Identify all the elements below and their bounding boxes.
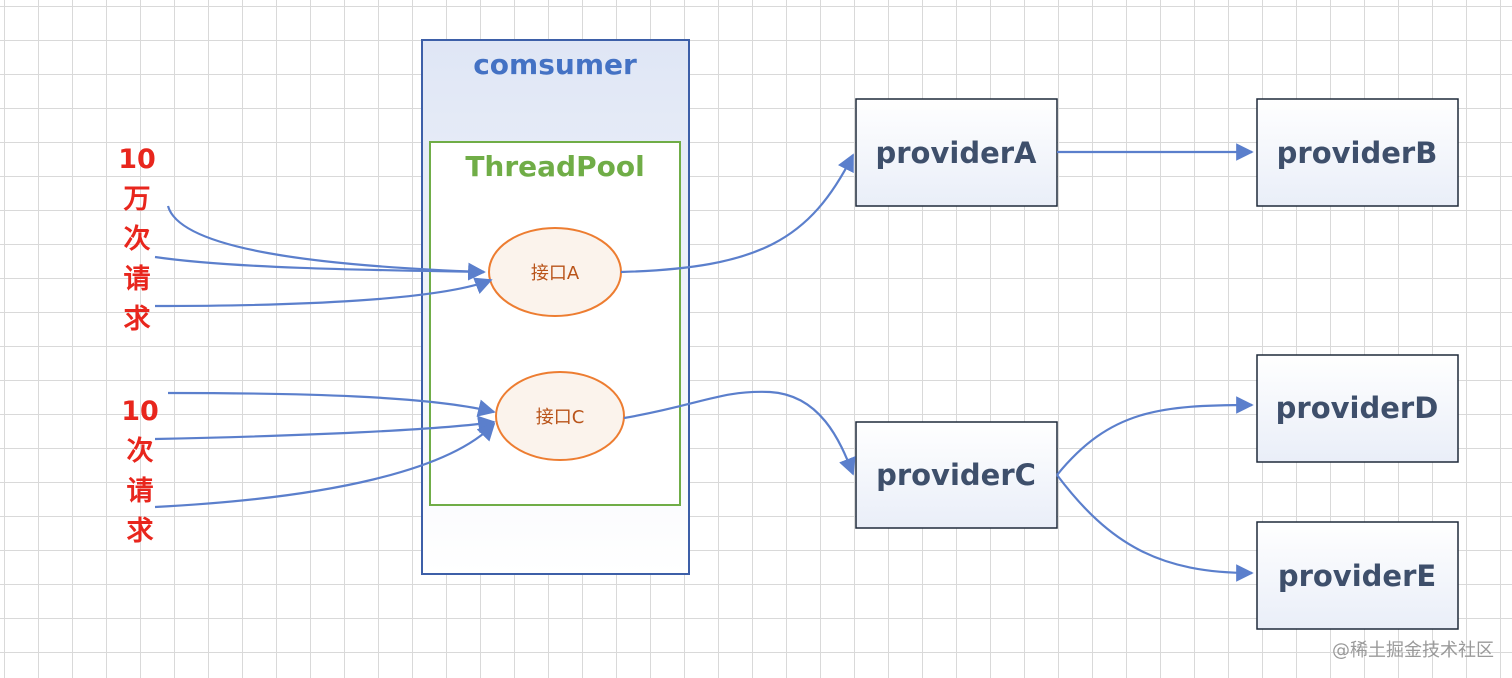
provider-c-box	[855, 421, 1058, 529]
provider-e-label: providerE	[1278, 559, 1436, 593]
provider-a-label: providerA	[875, 136, 1037, 170]
request-label-1-line-5: 求	[124, 304, 151, 335]
provider-d-label: providerD	[1276, 391, 1439, 425]
request-arrow-1c	[154, 277, 493, 308]
request-label-1-line-1: 10	[118, 144, 156, 175]
request-arrow-2b	[154, 415, 496, 441]
request-label-2-line-1: 10	[121, 396, 159, 427]
interface-c-label: 接口C	[536, 407, 585, 428]
provider-e-box	[1256, 521, 1459, 630]
arrow-provider-c-to-provider-d	[1056, 396, 1254, 476]
arrow-interface-c-to-provider-c	[623, 390, 856, 476]
watermark-text: @稀土掘金技术社区	[1332, 640, 1494, 661]
request-label-2-line-2: 次	[127, 436, 154, 467]
arrow-interface-a-to-provider-a	[620, 153, 854, 274]
request-label-1-line-4: 请	[124, 264, 151, 295]
request-arrow-1b	[154, 255, 486, 281]
consumer-title: comsumer	[473, 48, 637, 81]
request-label-2-line-4: 求	[127, 516, 154, 547]
request-label-2-line-3: 请	[127, 476, 154, 507]
provider-d-box	[1256, 354, 1459, 463]
request-arrow-1a	[166, 205, 486, 281]
request-arrow-2a	[167, 391, 496, 417]
provider-c-label: providerC	[876, 458, 1036, 492]
request-label-1-line-2: 万	[124, 184, 151, 215]
request-arrow-2c	[154, 422, 496, 509]
provider-b-label: providerB	[1277, 136, 1438, 170]
request-label-1-line-3: 次	[124, 224, 151, 255]
provider-b-box	[1256, 98, 1459, 207]
threadpool-title: ThreadPool	[465, 150, 644, 183]
interface-a-label: 接口A	[531, 263, 580, 284]
interface-c-node	[495, 371, 625, 461]
arrow-provider-c-to-provider-e	[1056, 474, 1254, 582]
